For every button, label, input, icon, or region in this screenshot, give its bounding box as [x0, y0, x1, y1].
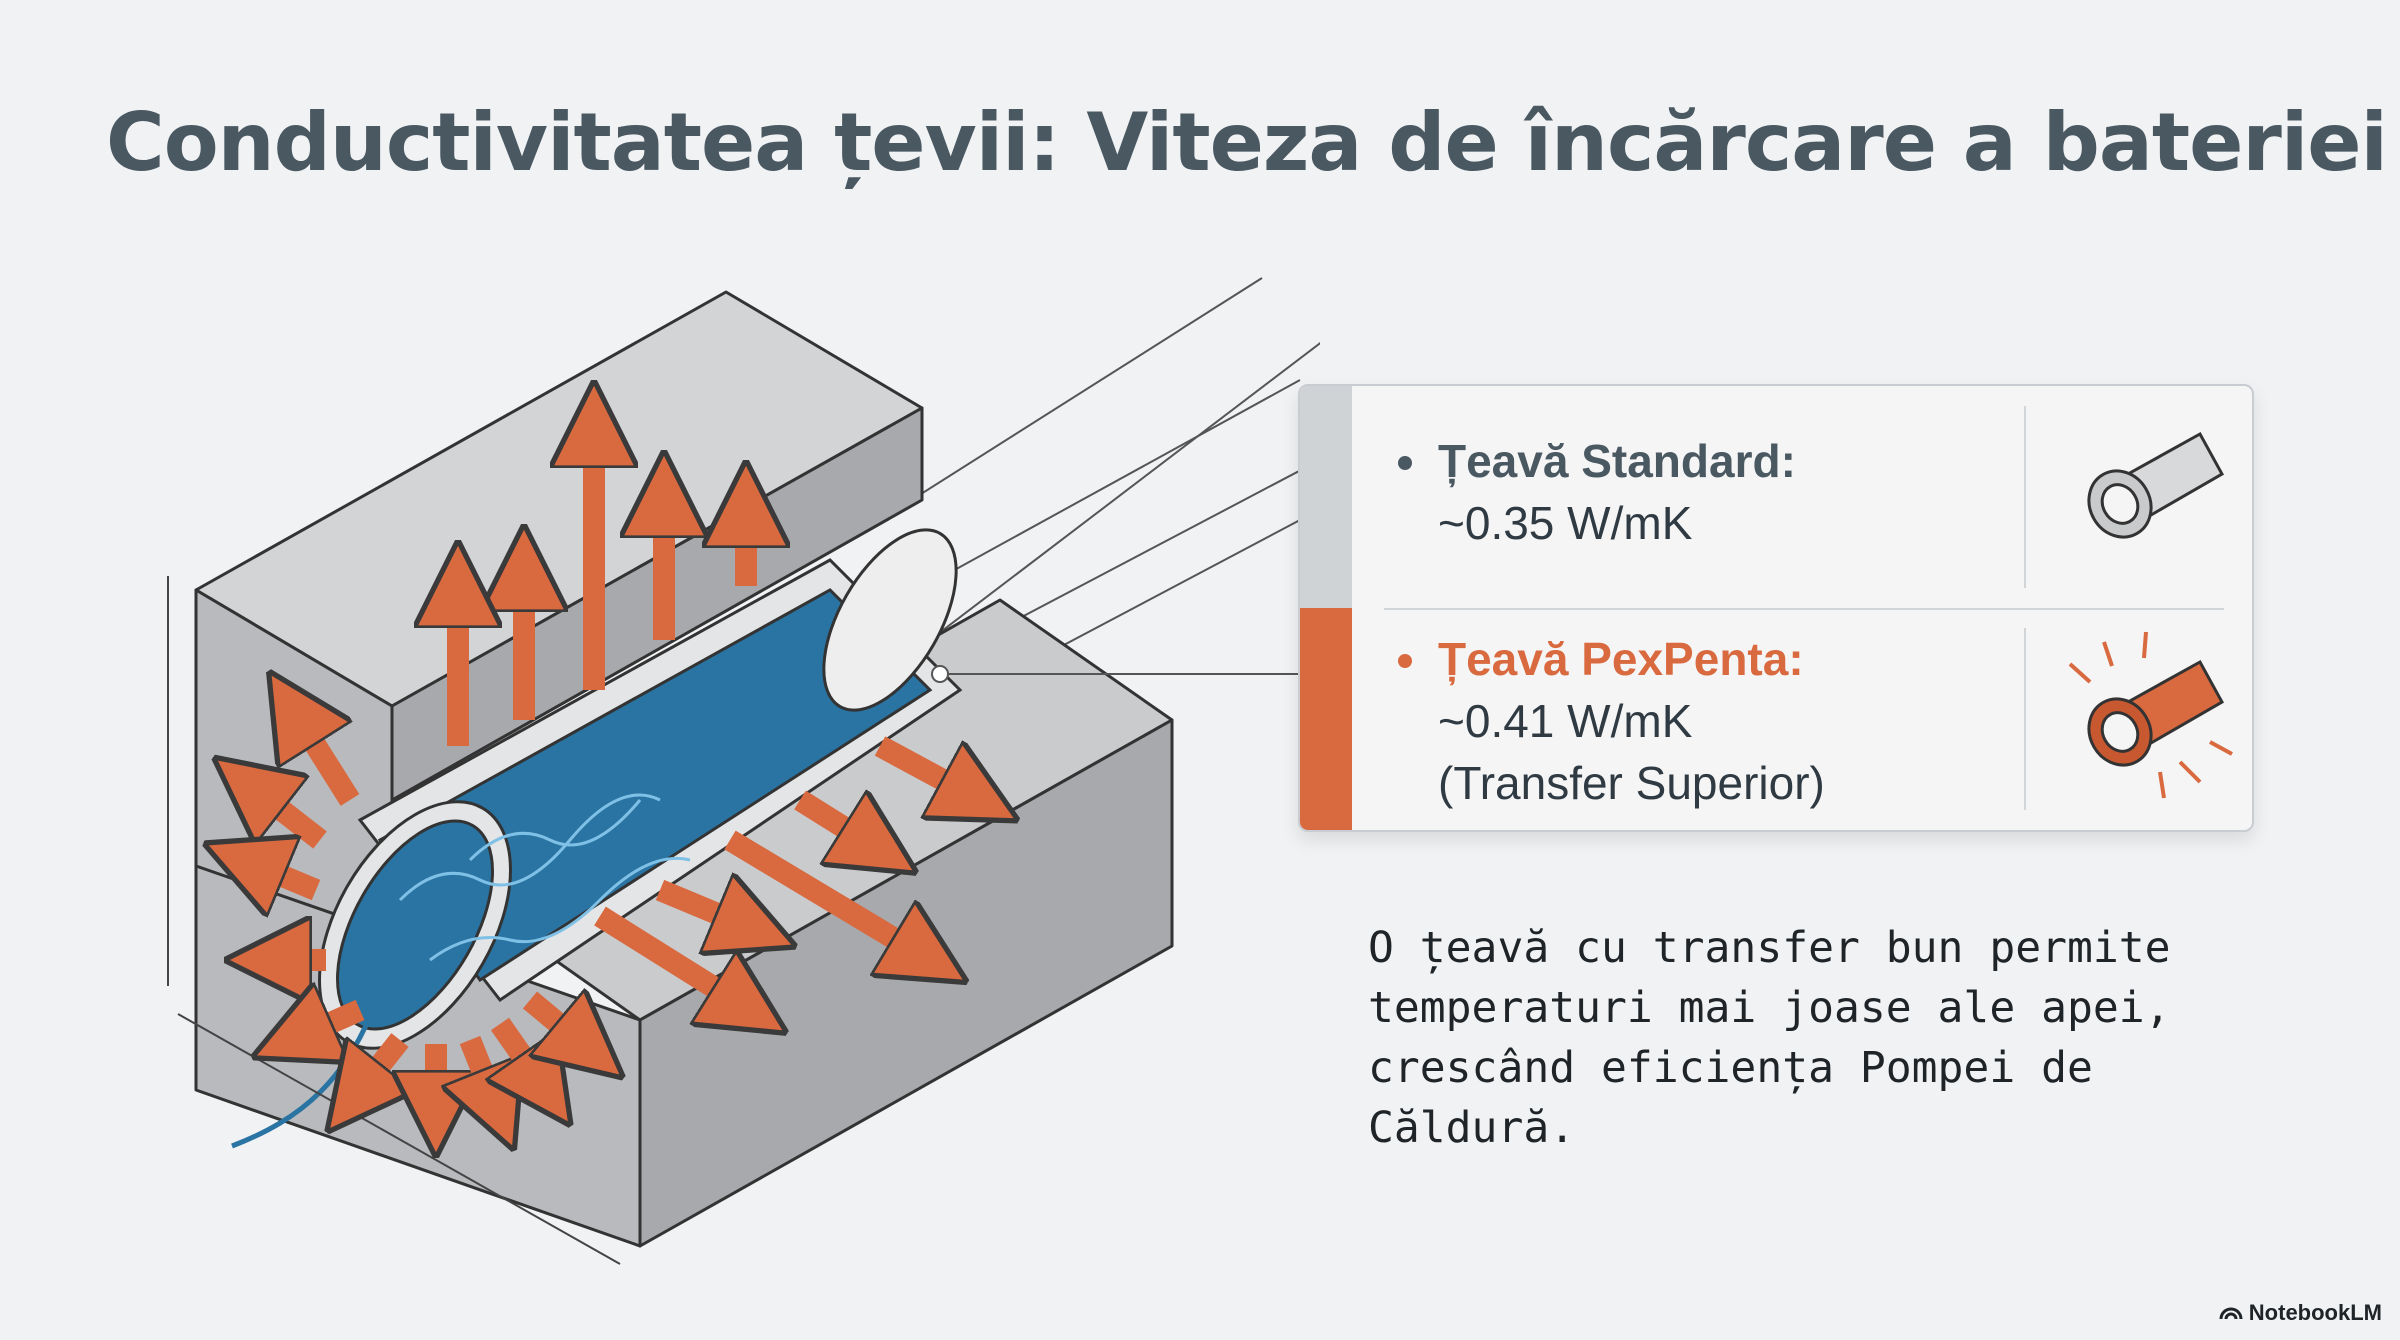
pexpenta-pipe-title: Țeavă PexPenta: — [1398, 628, 1825, 690]
pexpenta-pipe-value: ~0.41 W/mK — [1438, 695, 1693, 747]
plain-pipe-icon — [2087, 431, 2225, 539]
standard-pipe-value: ~0.35 W/mK — [1438, 497, 1693, 549]
notebooklm-brand: NotebookLM — [2219, 1300, 2382, 1326]
standard-row-bar — [1300, 386, 1352, 608]
bullet-icon — [1398, 654, 1412, 668]
standard-pipe-title: Țeavă Standard: — [1398, 430, 1796, 492]
notebooklm-logo-icon — [2219, 1307, 2243, 1320]
water-waves — [398, 793, 691, 962]
column-divider — [2024, 406, 2026, 588]
description-text: O țeavă cu transfer bun permite temperat… — [1368, 923, 2171, 1153]
slide-title: Conductivitatea țevii: Viteza de încărca… — [106, 96, 2388, 189]
conductivity-comparison-card: Țeavă Standard: ~0.35 W/mK Țeavă PexPent… — [1298, 384, 2254, 832]
pipe-in-screed-illustration — [167, 277, 1320, 1265]
pexpenta-row-bar — [1300, 608, 1352, 830]
bullet-icon — [1398, 456, 1412, 470]
column-divider — [2024, 628, 2026, 810]
standard-pipe-row: Țeavă Standard: ~0.35 W/mK — [1300, 386, 2252, 608]
radiating-pipe-icon — [2068, 631, 2233, 799]
pexpenta-pipe-note: (Transfer Superior) — [1438, 757, 1825, 809]
water-inlet-line — [231, 989, 383, 1149]
brand-label: NotebookLM — [2248, 1300, 2382, 1325]
callout-connector — [931, 665, 1298, 683]
heat-arrows — [244, 424, 980, 1114]
pexpenta-pipe-row: Țeavă PexPenta: ~0.41 W/mK (Transfer Sup… — [1300, 608, 2252, 830]
row-divider — [1384, 608, 2224, 610]
